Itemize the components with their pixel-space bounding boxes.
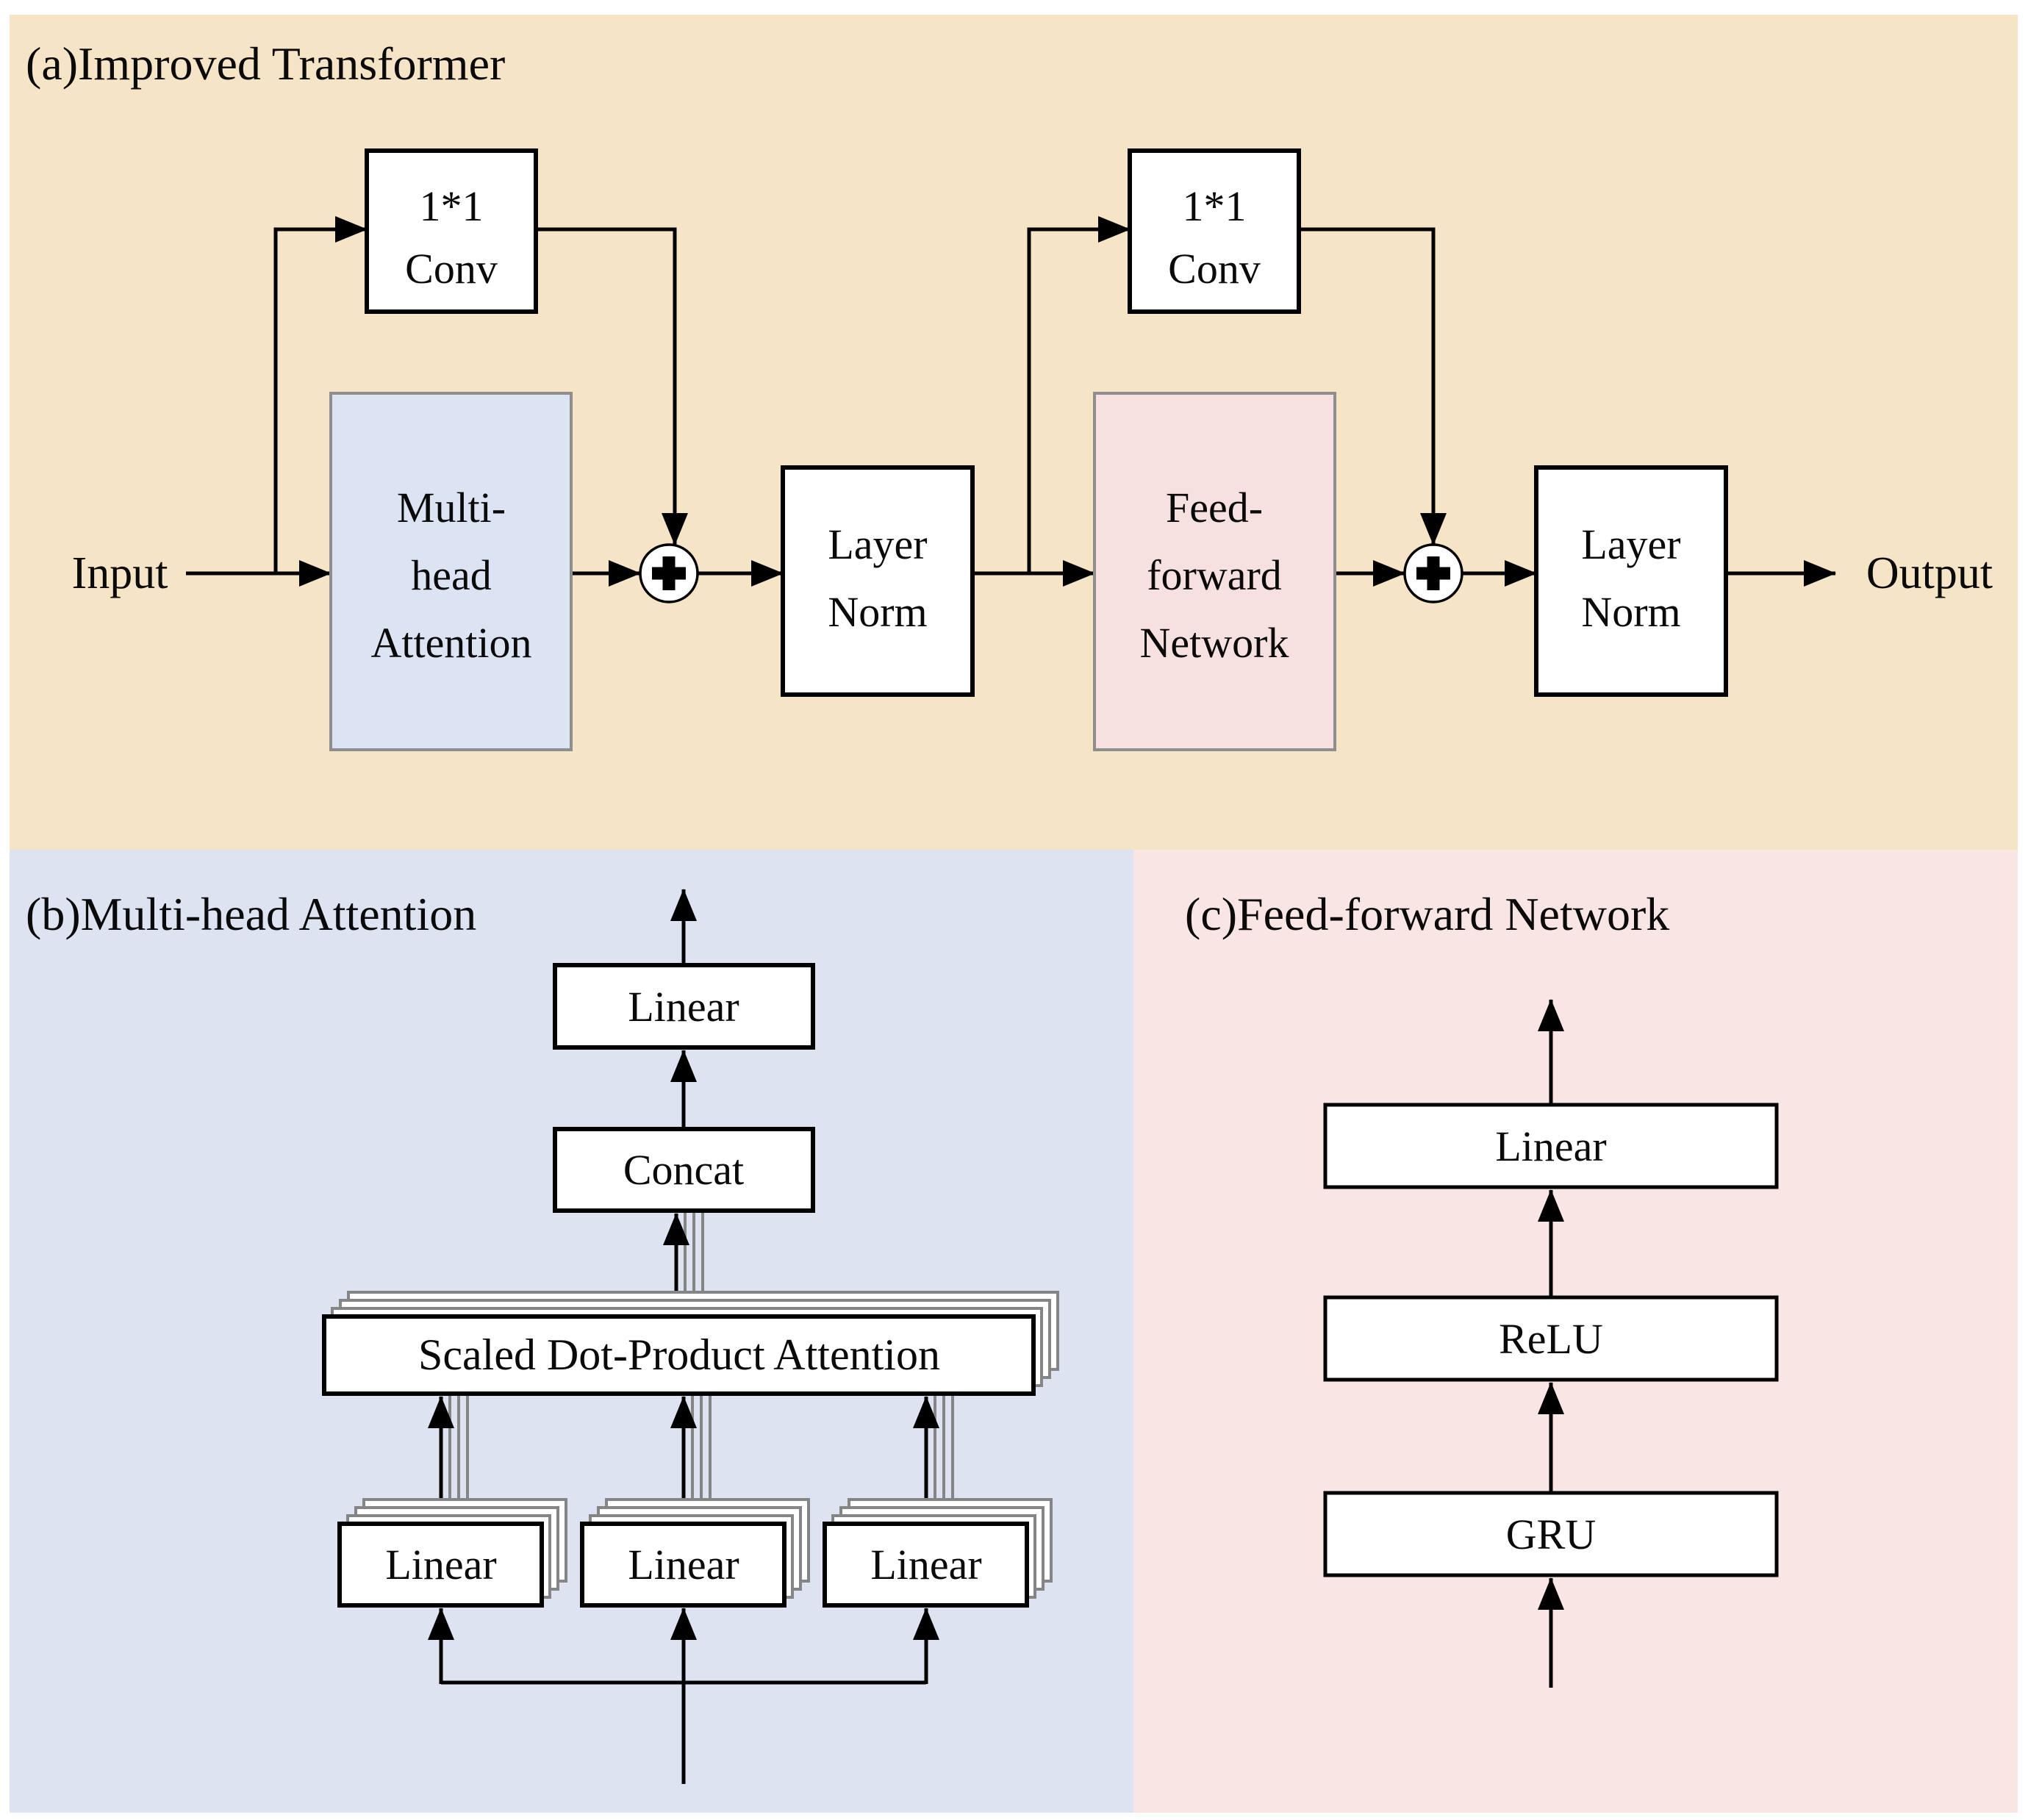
linear-right-box (823, 1522, 1029, 1608)
conv2-node: 1*1 Conv (1128, 148, 1301, 314)
linear-center-box (580, 1522, 787, 1608)
skip-connection-1-to-conv1 (273, 216, 368, 573)
ffn-label-line3: Network (1140, 619, 1289, 667)
linear-right-label: Linear (870, 1541, 981, 1588)
panel-c-diagram: Linear ReLU GRU (1323, 999, 1779, 1688)
ffn-label-line1: Feed- (1166, 484, 1263, 531)
conv2-label-line2: Conv (1168, 245, 1261, 293)
sdpa-box (322, 1314, 1036, 1396)
panel-b-title: (b)Multi-head Attention (26, 888, 476, 940)
linear-left-label: Linear (385, 1541, 496, 1588)
multi-head-attention-box (329, 392, 573, 751)
linear-output-label: Linear (628, 983, 739, 1031)
add-icon (1416, 556, 1450, 590)
layernorm1-label-line1: Layer (828, 520, 927, 568)
conv1-label-line1: 1*1 (420, 182, 484, 230)
add1-node (639, 543, 699, 603)
sdpa-label: Scaled Dot-Product Attention (418, 1330, 940, 1379)
linear-output-box (553, 963, 815, 1050)
panel-b-diagram: Linear Concat Scaled D (322, 889, 1059, 1784)
sdpa-node: Scaled Dot-Product Attention (322, 1291, 1059, 1396)
output-label: Output (1866, 548, 1993, 598)
conv1-node: 1*1 Conv (365, 148, 538, 314)
ffn-linear-node: Linear (1323, 1103, 1779, 1189)
panel-a-diagram: Input Output 1*1 Conv Multi- head Attent… (72, 148, 1993, 751)
gru-label: GRU (1506, 1511, 1596, 1558)
concat-label: Concat (623, 1146, 744, 1194)
conv1-box (365, 148, 538, 314)
linear-center-label: Linear (628, 1541, 739, 1588)
panel-a-title: (a)Improved Transformer (26, 37, 505, 90)
mha-label-line1: Multi- (397, 484, 506, 531)
layernorm1-label-line2: Norm (828, 588, 927, 636)
panel-c-title: (c)Feed-forward Network (1185, 888, 1669, 940)
panel-a-background (10, 15, 2018, 850)
layernorm2-label-line2: Norm (1581, 588, 1680, 636)
add2-node (1403, 543, 1463, 603)
multi-head-attention-node: Multi- head Attention (329, 392, 573, 751)
layernorm2-label-line1: Layer (1581, 520, 1680, 568)
relu-box (1323, 1295, 1779, 1382)
layernorm2-node: Layer Norm (1534, 465, 1728, 697)
relu-node: ReLU (1323, 1295, 1779, 1382)
layernorm1-node: Layer Norm (781, 465, 975, 697)
conv1-label-line2: Conv (405, 245, 498, 293)
concat-node: Concat (553, 1127, 815, 1213)
ffn-linear-label: Linear (1495, 1122, 1606, 1170)
mha-label-line2: head (411, 551, 492, 599)
feed-forward-box (1093, 392, 1336, 751)
feed-forward-node: Feed- forward Network (1093, 392, 1336, 751)
ffn-label-line2: forward (1147, 551, 1282, 599)
add-icon (652, 556, 686, 590)
input-label: Input (72, 548, 168, 598)
ffn-linear-box (1323, 1103, 1779, 1189)
conv2-label-line1: 1*1 (1183, 182, 1247, 230)
linear-right-node: Linear (823, 1498, 1053, 1608)
conv1-to-add1-arrow (536, 227, 688, 545)
concat-box (553, 1127, 815, 1213)
layernorm2-box (1534, 465, 1728, 697)
linear-left-node: Linear (337, 1498, 567, 1608)
relu-label: ReLU (1499, 1315, 1603, 1363)
linear-output-node: Linear (553, 963, 815, 1050)
linear-left-box (337, 1522, 544, 1608)
gru-box (1323, 1491, 1779, 1577)
linear-center-node: Linear (580, 1498, 810, 1608)
gru-node: GRU (1323, 1491, 1779, 1577)
conv2-to-add2-arrow (1299, 227, 1447, 545)
skip-connection-2-to-conv2 (1027, 216, 1131, 573)
conv2-box (1128, 148, 1301, 314)
mha-label-line3: Attention (370, 619, 531, 667)
layernorm1-box (781, 465, 975, 697)
